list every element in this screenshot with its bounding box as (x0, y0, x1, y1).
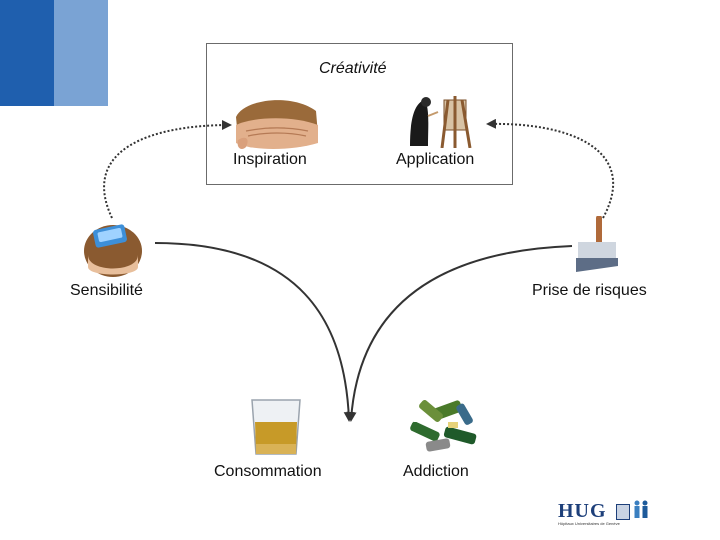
arrow-prise-application (486, 118, 615, 219)
consommation-label: Consommation (214, 463, 322, 480)
forehead-image (232, 95, 320, 150)
diving-board-image (574, 216, 620, 274)
arrow-sensibilite-center (154, 242, 354, 422)
prise-de-risques-label: Prise de risques (532, 282, 647, 299)
creativite-box (206, 43, 513, 185)
decor-bar-dark (0, 0, 54, 106)
head-ice-pack-image (80, 217, 146, 277)
addiction-label: Addiction (403, 463, 469, 480)
sensibilite-label: Sensibilité (70, 282, 143, 299)
whisky-glass-image (250, 398, 302, 456)
people-icon (634, 500, 648, 518)
painter-easel-image (404, 96, 476, 148)
hug-logo-subtitle: Hôpitaux Universitaires de Genève (558, 521, 620, 526)
decor-bar-light (54, 0, 108, 106)
hug-logo: HUG Hôpitaux Universitaires de Genève (556, 500, 656, 528)
geneva-crest-icon (616, 504, 630, 520)
hug-logo-text: HUG (558, 500, 607, 522)
application-label: Application (396, 151, 475, 168)
arrow-prise-center (346, 245, 573, 422)
inspiration-label: Inspiration (233, 151, 307, 168)
arrow-sensibilite-inspiration (103, 120, 232, 219)
bottles-pile-image (404, 396, 484, 456)
creativite-title: Créativité (319, 60, 387, 77)
